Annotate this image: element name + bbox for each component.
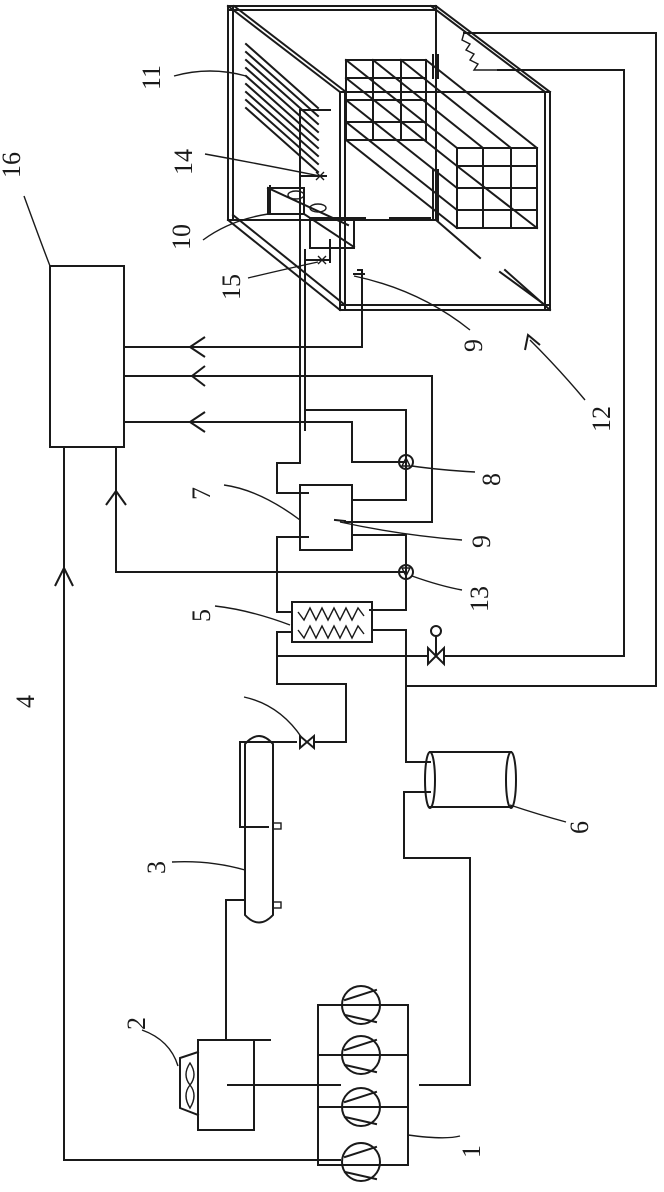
label-15: 15 [217,274,246,300]
cold-storage-room [228,6,550,310]
air-cooler [268,186,354,248]
leader-7 [224,485,300,520]
signal-line-pump [124,422,406,462]
hx-coil-2 [298,626,364,638]
separator-end [506,752,516,808]
leader-12 [530,340,585,400]
leader-9-room [354,276,470,330]
refrigerant-pipes [226,33,656,1085]
coil-fin [246,84,318,148]
gas-liquid-separator [425,752,516,808]
signal-lines [55,270,432,1160]
compressor-icon [342,1143,380,1181]
leader-8 [412,466,475,472]
coil-fin [246,108,318,172]
pipe [277,537,308,612]
room-edge-br-c [500,272,545,305]
receiver-top [245,736,273,827]
pipe [305,410,406,500]
room-edge-tr [436,6,550,92]
plate-heat-exchanger [292,602,372,642]
pipe [277,430,308,493]
label-4: 4 [11,695,40,708]
label-6: 6 [565,821,594,834]
pipe [406,686,430,762]
label-8: 8 [477,473,506,486]
fan-icon [288,191,304,199]
leader-lines [24,71,585,1138]
solenoid-head [431,626,441,636]
goods-edge [457,166,537,228]
buffer-tank [300,485,352,550]
coil-fin [246,76,318,140]
valve-lower [305,240,330,264]
coil-fin [246,44,318,108]
leader-1 [408,1135,460,1138]
label-12: 12 [587,406,616,432]
sensor-9-tank [335,520,345,521]
label-9-tank: 9 [467,535,496,548]
pipe [277,632,346,742]
coil-evaporator [246,44,330,430]
room-edge-tr2 [431,6,545,92]
label-11: 11 [137,65,166,90]
leader-2 [142,1030,178,1066]
label-5: 5 [187,609,216,622]
goods-stack [346,60,537,228]
fan-icon [186,1063,194,1108]
label-16: 16 [0,152,26,178]
leader-11 [174,71,246,76]
solenoid-valve [428,626,444,664]
leader-13 [412,576,462,590]
controller-box [50,266,124,447]
label-2: 2 [122,1017,151,1030]
coil-fin [246,68,318,132]
receiver-bottom [245,827,273,923]
signal-line-pump-lower [116,447,406,572]
leader-4 [244,697,302,738]
receiver-port [273,823,281,829]
signal-line-compressor [64,447,340,1160]
pipe [404,792,470,1085]
leader-9-tank [340,522,462,540]
label-7: 7 [187,487,216,500]
liquid-receiver [245,736,281,923]
pipe [446,70,624,656]
receiver-port [273,902,281,908]
leader-6 [510,805,566,822]
coil-fin [246,92,318,156]
label-10: 10 [167,224,196,250]
leader-3 [172,862,245,870]
label-3: 3 [142,861,171,874]
hx-box [292,602,372,642]
label-1: 1 [457,1145,486,1158]
label-13: 13 [465,586,494,612]
coil-fin [246,60,318,124]
separator-end [425,752,435,808]
leader-5 [215,606,290,625]
compressor-group [318,986,408,1181]
label-14: 14 [169,149,198,175]
leader-16 [24,196,50,266]
pipe [240,742,296,827]
label-9-room: 9 [459,339,488,352]
hx-coil-1 [298,608,364,620]
